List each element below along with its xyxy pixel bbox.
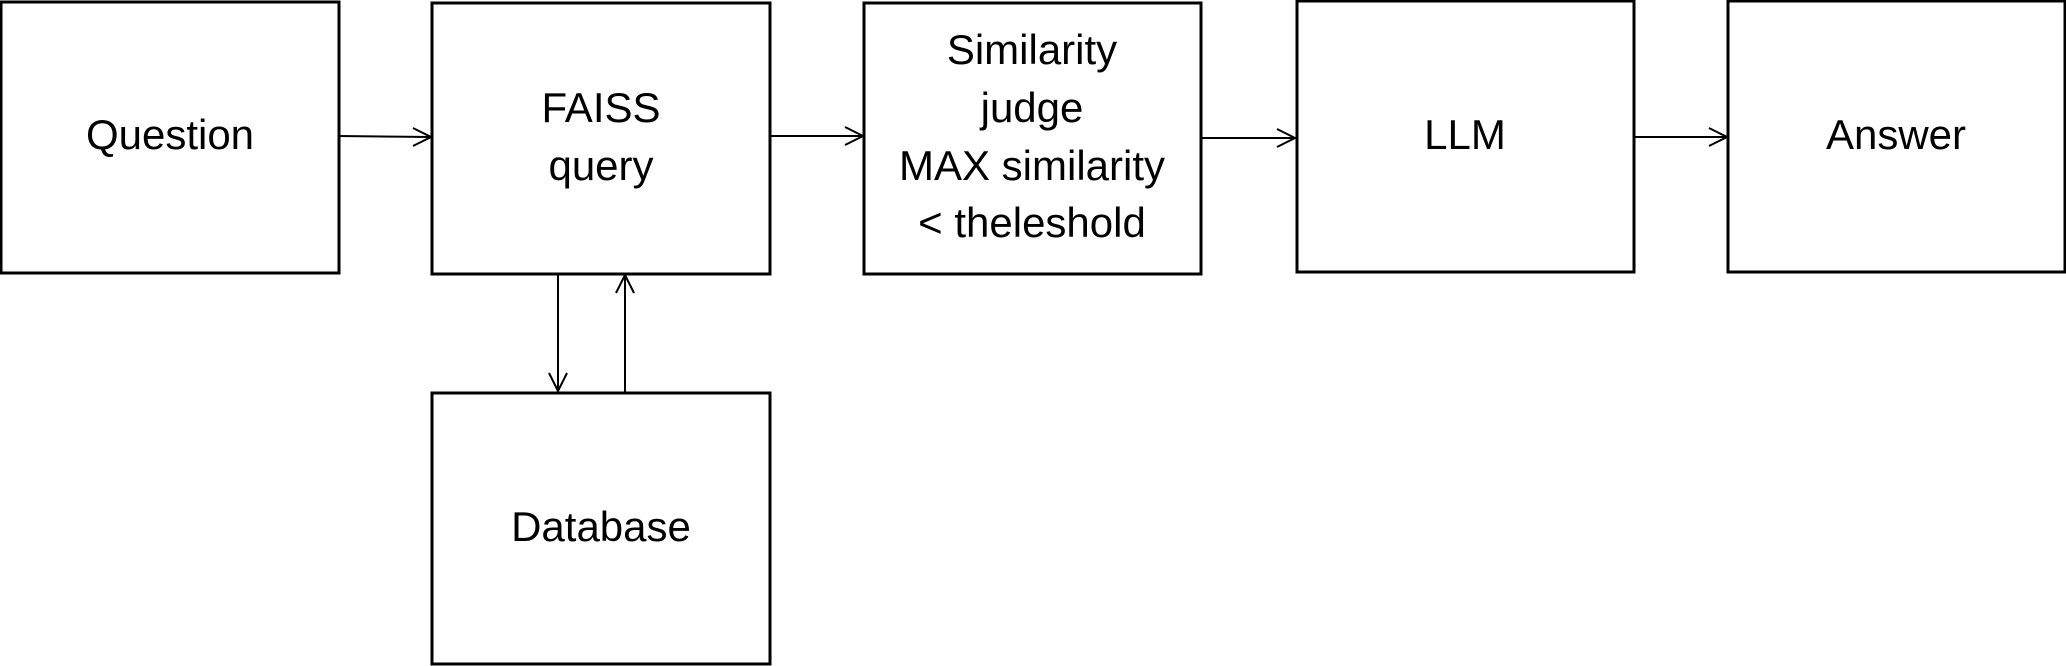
arrowhead-icon [1708, 127, 1730, 147]
node-similarity-judge-line3: MAX similarity [899, 142, 1165, 189]
node-answer-box [1726, 0, 2066, 274]
node-similarity-judge-line4: < theleshold [918, 199, 1146, 246]
node-database: Database [430, 391, 772, 666]
arrowhead-icon [844, 126, 866, 146]
edge-faiss-to-similarity [770, 126, 866, 146]
node-question: Question [0, 0, 341, 275]
node-faiss-query-line1: FAISS [541, 84, 660, 131]
node-faiss-query: FAISS query [430, 1, 772, 276]
edge-similarity-to-llm [1201, 128, 1298, 148]
arrowhead-icon [412, 127, 434, 147]
node-database-label: Database [511, 503, 691, 550]
node-llm: LLM [1295, 0, 1636, 274]
arrowhead-icon [1276, 128, 1298, 148]
edge-line [338, 135, 432, 138]
node-faiss-query-line2: query [548, 142, 653, 189]
node-question-box [0, 0, 341, 275]
node-llm-box [1295, 0, 1636, 274]
node-similarity-judge-box [862, 1, 1203, 276]
edge-faiss-to-database [548, 274, 568, 394]
node-similarity-judge-line2: judge [979, 84, 1084, 131]
arrowhead-icon [615, 272, 635, 294]
node-database-box [430, 391, 772, 666]
node-similarity-judge-line1: Similarity [947, 26, 1117, 73]
node-answer: Answer [1726, 0, 2066, 274]
node-llm-label: LLM [1424, 111, 1506, 158]
node-question-label: Question [86, 111, 254, 158]
node-similarity-judge: Similarity judge MAX similarity < theles… [862, 1, 1203, 276]
edge-database-to-faiss [615, 272, 635, 393]
node-answer-label: Answer [1826, 111, 1966, 158]
edge-question-to-faiss [338, 127, 434, 147]
arrowhead-icon [548, 372, 568, 394]
edge-llm-to-answer [1634, 127, 1730, 147]
node-faiss-query-box [430, 1, 772, 276]
